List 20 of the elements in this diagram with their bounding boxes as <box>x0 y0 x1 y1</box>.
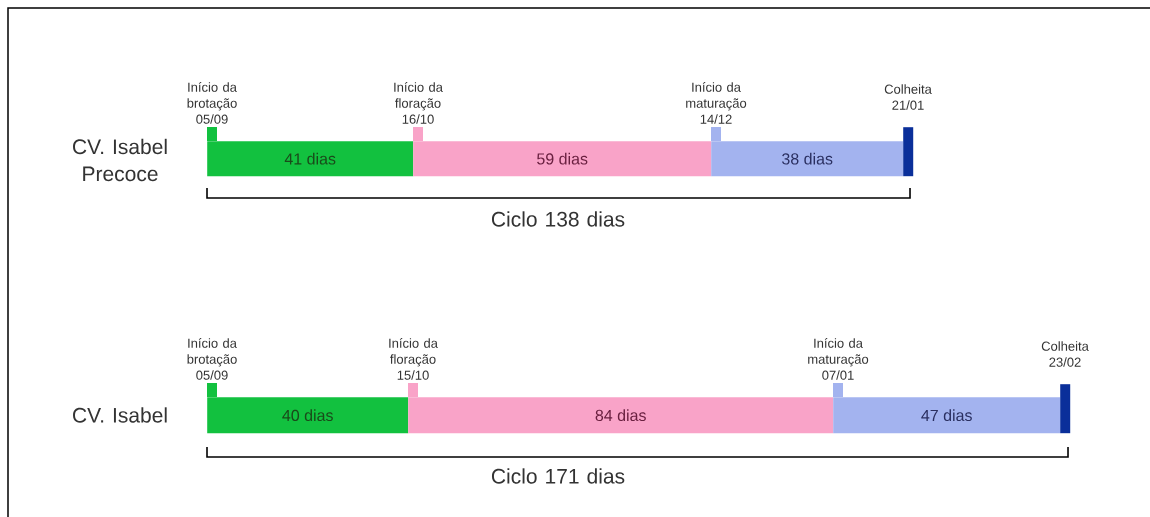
phase-bar: 47 dias <box>833 397 1061 434</box>
harvest-marker <box>903 127 914 177</box>
row-label: CV. Isabel Precoce <box>73 138 167 182</box>
milestone-label: Início da floração 16/10 <box>394 82 443 124</box>
milestone-label: Início da floração 15/10 <box>389 338 438 380</box>
phase-bar: 38 dias <box>711 141 904 177</box>
milestone-label: Início da maturação 07/01 <box>808 338 869 380</box>
milestone-label: Início da brotação 05/09 <box>187 338 237 380</box>
milestone-label: Colheita 23/02 <box>1041 341 1089 367</box>
row-label: CV. Isabel <box>73 407 167 423</box>
cycle-label: Ciclo 138 dias <box>491 211 625 227</box>
milestone-label: Colheita 21/01 <box>884 84 932 110</box>
phase-bar: 40 dias <box>207 397 409 434</box>
milestone-label: Início da brotação 05/09 <box>187 82 237 124</box>
phase-bar: 84 dias <box>408 397 834 434</box>
milestone-label: Início da maturação 14/12 <box>686 82 747 124</box>
harvest-marker <box>1060 384 1071 434</box>
phase-bar: 41 dias <box>207 141 414 177</box>
phase-bar: 59 dias <box>413 141 712 177</box>
cycle-label: Ciclo 171 dias <box>491 468 625 484</box>
